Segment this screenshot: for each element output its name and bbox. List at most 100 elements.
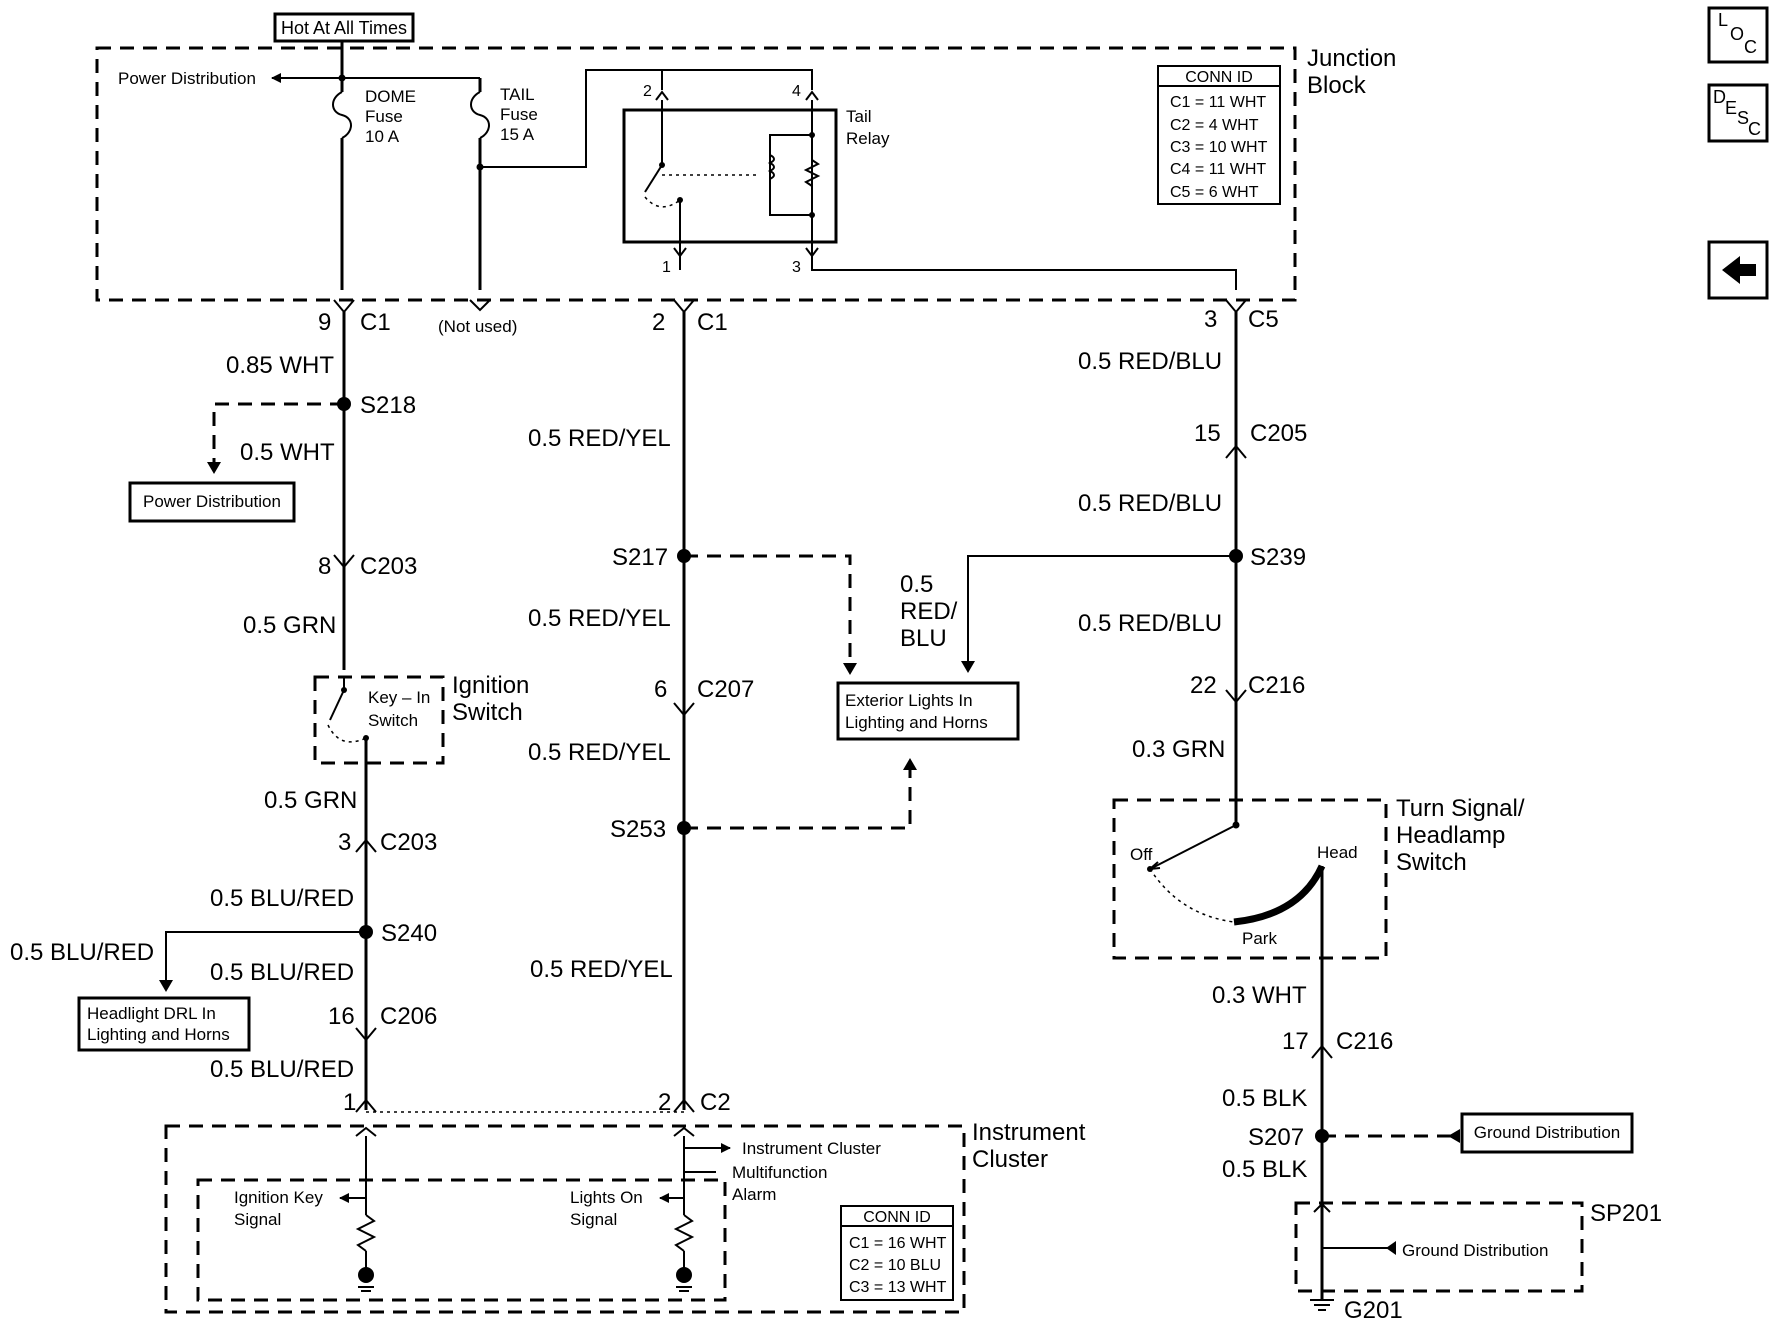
svg-text:S217: S217 <box>612 544 668 571</box>
svg-text:S: S <box>1737 108 1749 128</box>
ic-conn-id-table: CONN ID C1 = 16 WHT C2 = 10 BLU C3 = 13 … <box>840 1205 954 1301</box>
lights-on-signal-2: Signal <box>570 1210 617 1229</box>
tail-relay: 2 4 1 3 Tail Relay <box>622 83 890 276</box>
headlight-drl-box: Headlight DRL In Lighting and Horns <box>77 996 251 1052</box>
turn-signal-label-3: Switch <box>1396 849 1467 876</box>
svg-text:16: 16 <box>328 1003 355 1030</box>
back-button[interactable] <box>1707 240 1769 300</box>
sp201-label: SP201 <box>1590 1200 1662 1227</box>
wire-red-blu-2: 0.5 RED/BLU <box>1078 490 1222 517</box>
svg-text:Key – In: Key – In <box>368 688 430 707</box>
hot-at-all-times-box: Hot At All Times <box>273 12 415 43</box>
wire-05-grn-1: 0.5 GRN <box>243 612 336 639</box>
svg-text:E: E <box>1725 98 1737 118</box>
wire-red-blu-branch-3: BLU <box>900 625 947 652</box>
hot-at-all-times-label: Hot At All Times <box>281 18 407 38</box>
sp201-block: Ground Distribution <box>1294 1136 1584 1311</box>
svg-text:Headlight DRL In: Headlight DRL In <box>87 1004 216 1023</box>
wire-red-yel-2: 0.5 RED/YEL <box>528 605 671 632</box>
svg-text:Ground Distribution: Ground Distribution <box>1474 1123 1620 1142</box>
svg-text:22: 22 <box>1190 672 1217 699</box>
svg-text:C5 = 6 WHT: C5 = 6 WHT <box>1170 184 1259 201</box>
svg-text:Fuse: Fuse <box>365 107 403 126</box>
svg-text:Park: Park <box>1242 929 1277 948</box>
svg-text:Head: Head <box>1317 843 1358 862</box>
lights-on-signal-1: Lights On <box>570 1188 643 1207</box>
ground-distribution-box: Ground Distribution <box>1460 1112 1634 1154</box>
desc-button[interactable]: D E S C <box>1707 83 1769 143</box>
wire-red-yel-3: 0.5 RED/YEL <box>528 739 671 766</box>
svg-text:1: 1 <box>662 259 671 276</box>
multifunction-alarm-label-2: Alarm <box>732 1185 776 1204</box>
multifunction-alarm-label-1: Multifunction <box>732 1163 827 1182</box>
wire-03-wht: 0.3 WHT <box>1212 982 1307 1009</box>
wire-05-blk-2: 0.5 BLK <box>1222 1156 1307 1183</box>
svg-text:C: C <box>1744 37 1757 57</box>
ignition-switch-label-2: Switch <box>452 699 523 726</box>
svg-text:3: 3 <box>1204 306 1217 333</box>
svg-text:S240: S240 <box>381 920 437 947</box>
svg-text:Relay: Relay <box>846 129 890 148</box>
svg-text:TAIL: TAIL <box>500 85 535 104</box>
svg-text:C2 = 10 BLU: C2 = 10 BLU <box>849 1257 941 1274</box>
svg-text:2: 2 <box>643 83 652 100</box>
svg-text:C216: C216 <box>1248 672 1305 699</box>
svg-text:CONN ID: CONN ID <box>863 1209 931 1226</box>
wire-red-blu-1: 0.5 RED/BLU <box>1078 348 1222 375</box>
wire-red-blu-3: 0.5 RED/BLU <box>1078 610 1222 637</box>
ignition-key-signal-1: Ignition Key <box>234 1188 323 1207</box>
junction-block-title-2: Block <box>1307 72 1367 99</box>
wire-blu-red-1: 0.5 BLU/RED <box>210 885 354 912</box>
jb-power-distribution-label: Power Distribution <box>118 69 256 88</box>
exterior-lights-box: Exterior Lights In Lighting and Horns <box>836 681 1020 741</box>
svg-text:Exterior Lights In: Exterior Lights In <box>845 691 973 710</box>
svg-text:6: 6 <box>654 676 667 703</box>
key-in-switch: Key – In Switch <box>313 675 445 765</box>
wire-blu-red-branch: 0.5 BLU/RED <box>10 939 154 966</box>
svg-text:Lighting and Horns: Lighting and Horns <box>845 713 988 732</box>
svg-text:3: 3 <box>338 829 351 856</box>
svg-text:C1: C1 <box>697 309 728 336</box>
svg-text:Off: Off <box>1130 845 1153 864</box>
wire-blu-red-2: 0.5 BLU/RED <box>210 959 354 986</box>
tail-fuse: TAIL Fuse 15 A <box>470 78 538 290</box>
wire-red-yel-4: 0.5 RED/YEL <box>530 956 673 983</box>
svg-text:L: L <box>1718 10 1728 30</box>
svg-text:Ground Distribution: Ground Distribution <box>1402 1241 1548 1260</box>
svg-text:C216: C216 <box>1336 1028 1393 1055</box>
svg-text:9: 9 <box>318 309 331 336</box>
svg-text:C206: C206 <box>380 1003 437 1030</box>
svg-text:Fuse: Fuse <box>500 105 538 124</box>
svg-text:4: 4 <box>792 83 801 100</box>
loc-button[interactable]: L O C <box>1707 6 1769 64</box>
svg-text:Tail: Tail <box>846 107 872 126</box>
svg-text:D: D <box>1713 87 1726 107</box>
svg-text:C5: C5 <box>1248 306 1279 333</box>
svg-text:17: 17 <box>1282 1028 1309 1055</box>
svg-text:C207: C207 <box>697 676 754 703</box>
ignition-switch-label-1: Ignition <box>452 672 529 699</box>
wire-05-wht: 0.5 WHT <box>240 439 335 466</box>
wire-03-grn: 0.3 GRN <box>1132 736 1225 763</box>
svg-text:2: 2 <box>652 309 665 336</box>
svg-text:C2 = 4 WHT: C2 = 4 WHT <box>1170 117 1259 134</box>
svg-text:S239: S239 <box>1250 544 1306 571</box>
wire-085-wht: 0.85 WHT <box>226 352 334 379</box>
dome-fuse: DOME Fuse 10 A <box>332 78 416 290</box>
svg-text:CONN ID: CONN ID <box>1185 69 1253 86</box>
instrument-cluster-title-2: Cluster <box>972 1146 1048 1173</box>
instrument-cluster-title-1: Instrument <box>972 1119 1086 1146</box>
svg-text:Switch: Switch <box>368 711 418 730</box>
svg-text:S253: S253 <box>610 816 666 843</box>
svg-text:10 A: 10 A <box>365 127 400 146</box>
svg-text:8: 8 <box>318 553 331 580</box>
svg-text:DOME: DOME <box>365 87 416 106</box>
svg-text:C4 = 11 WHT: C4 = 11 WHT <box>1170 161 1266 178</box>
svg-text:C203: C203 <box>380 829 437 856</box>
turn-signal-label-1: Turn Signal/ <box>1396 795 1525 822</box>
svg-text:S207: S207 <box>1248 1124 1304 1151</box>
svg-text:3: 3 <box>792 259 801 276</box>
junction-block-title-1: Junction <box>1307 45 1396 72</box>
svg-text:C203: C203 <box>360 553 417 580</box>
